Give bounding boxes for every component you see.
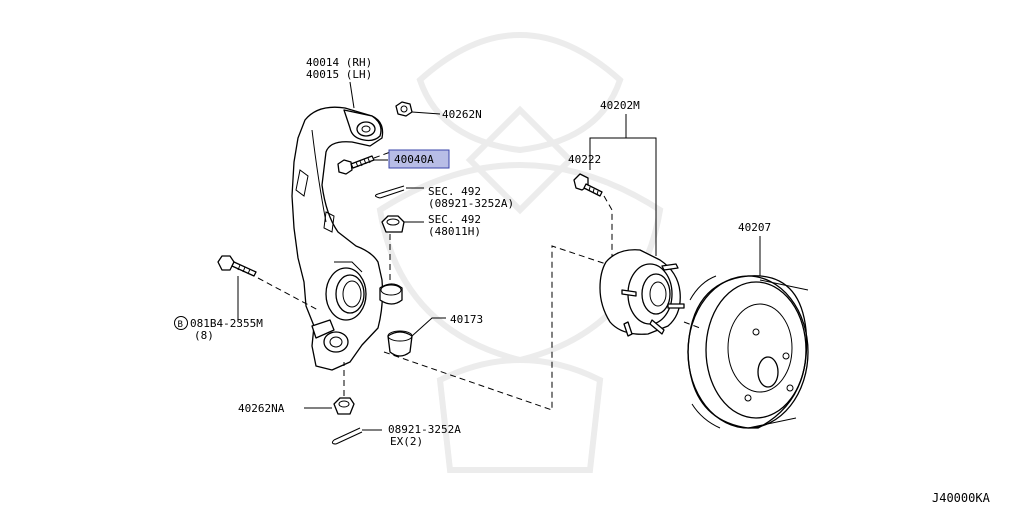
label-rotor[interactable]: 40207	[738, 221, 771, 234]
cotter-pin-upper[interactable]	[374, 185, 405, 199]
brake-rotor[interactable]	[687, 275, 809, 429]
label-lower-pin[interactable]: 08921-3252A	[388, 423, 461, 436]
label-knuckle-rh[interactable]: 40014 (RH)	[306, 56, 372, 69]
label-highlighted-bolt[interactable]: 40040A	[394, 153, 434, 166]
part-labels: 40014 (RH) 40015 (LH) 40262N 40040A SEC.…	[174, 56, 991, 505]
label-hub-assembly[interactable]: 40202M	[600, 99, 640, 112]
highlight-box	[388, 149, 450, 169]
label-sec492-lower[interactable]: SEC. 492	[428, 213, 481, 226]
label-lower-pin-qty: EX(2)	[390, 435, 423, 448]
knuckle-bolt[interactable]	[217, 255, 257, 277]
label-sec492-upper-sub[interactable]: (08921-3252A)	[428, 197, 514, 210]
wheel-hub-assembly[interactable]	[599, 249, 685, 337]
diagram-code: J40000KA	[932, 491, 991, 505]
cotter-pin-lower[interactable]	[331, 427, 363, 445]
upper-nut[interactable]	[395, 101, 413, 117]
label-sec492-upper[interactable]: SEC. 492	[428, 185, 481, 198]
castle-nut[interactable]	[381, 215, 405, 233]
highlighted-bolt[interactable]	[337, 155, 375, 175]
circled-letter-marker	[174, 316, 188, 330]
label-knuckle-bolt-qty: (8)	[194, 329, 214, 342]
label-sec492-lower-sub[interactable]: (48011H)	[428, 225, 481, 238]
watermark-logo	[376, 32, 664, 473]
label-upper-nut[interactable]: 40262N	[442, 108, 482, 121]
label-circled-letter: B	[178, 320, 183, 330]
lower-nut[interactable]	[333, 397, 355, 415]
label-knuckle-bolt[interactable]: 081B4-2355M	[190, 317, 263, 330]
label-lower-nut[interactable]: 40262NA	[238, 402, 285, 415]
hub-bolt[interactable]	[573, 173, 603, 197]
label-bushing[interactable]: 40173	[450, 313, 483, 326]
label-knuckle-lh[interactable]: 40015 (LH)	[306, 68, 372, 81]
bushing[interactable]	[387, 330, 413, 357]
label-hub-bolt[interactable]: 40222	[568, 153, 601, 166]
steering-knuckle[interactable]	[291, 106, 403, 371]
